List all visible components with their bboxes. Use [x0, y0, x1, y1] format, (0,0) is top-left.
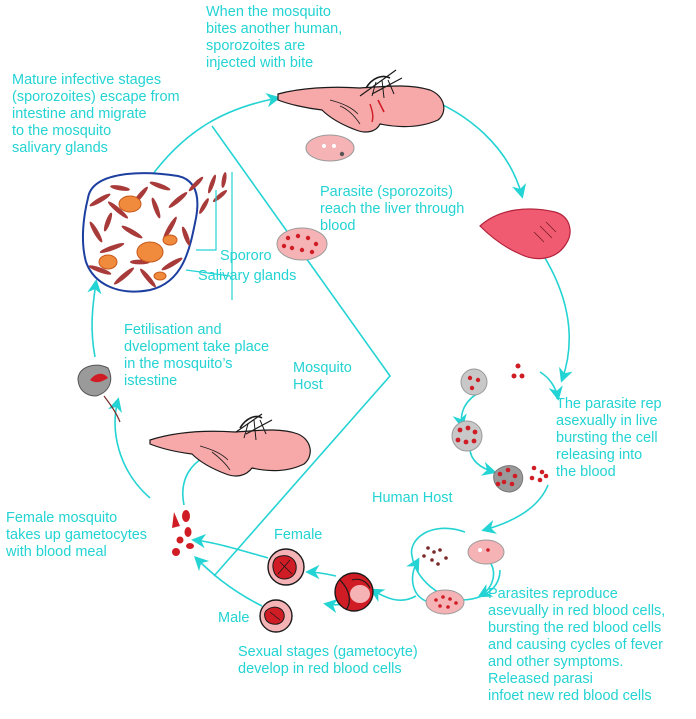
liver-stage-cell-2 [451, 420, 483, 452]
label-salivary-glands: Salivary glands [198, 268, 297, 284]
rbc-cell-schizont [425, 589, 465, 615]
label-mature-stages: Mature infective stages (sporozoites) es… [12, 72, 180, 156]
arrow-gametocyte-to-female [305, 564, 337, 580]
cell-infected-blood [276, 227, 328, 261]
arrow-ls2-to-ls3 [469, 447, 497, 476]
cell-sporozoite-bite [305, 134, 355, 162]
liver-illustration [479, 208, 571, 260]
arrow-female-to-meal [191, 533, 269, 559]
liver-stage-cell-3 [493, 465, 549, 493]
arrow-ls3-to-rbc [481, 484, 549, 534]
arrow-rbc-up [406, 557, 429, 603]
label-bite-injection: When the mosquito bites another human, s… [206, 4, 343, 71]
mosquito-gut-illustration [77, 364, 121, 423]
host-divider-line [211, 125, 392, 577]
arrow-meal-to-fertilisation [108, 397, 151, 499]
arrow-gland-to-bite [149, 93, 281, 179]
arrow-liver-to-liverstage [539, 249, 573, 383]
label-human-host: Human Host [372, 490, 453, 506]
gametocyte-dividing-cell [334, 572, 374, 612]
arrow-male-to-meal [193, 555, 263, 607]
finger-bite-bottom [149, 413, 311, 477]
liver-stage-released [511, 363, 525, 379]
gametocyte-female-cell [267, 548, 305, 586]
rbc-merozoites-free [422, 546, 448, 566]
arrow-liver-stage-loop [539, 371, 563, 401]
label-sexual-stages: Sexual stages (gametocyte) develop in re… [238, 644, 418, 677]
rbc-cell-ring [467, 539, 505, 565]
label-liver-reproduction: The parasite rep asexually in live burst… [556, 396, 662, 480]
salivary-gland-illustration [81, 172, 233, 300]
label-mosquito-host: Mosquito Host [293, 360, 352, 393]
gametocyte-male-cell [259, 599, 293, 633]
label-male: Male [218, 610, 250, 626]
blood-meal-gametocytes [172, 510, 194, 556]
arrow-fertilisation-to-gland [87, 279, 102, 358]
label-liver: Parasite (sporozoits) reach the liver th… [320, 184, 465, 234]
arrow-rbc-to-gametocyte [369, 588, 417, 602]
label-female: Female [274, 527, 323, 543]
label-fertilisation: Fetilisation and dvelopment take place i… [124, 322, 270, 389]
liver-stage-cell-1 [460, 368, 488, 396]
finger-bite-top [277, 69, 445, 133]
label-rbc-reproduction: Parasites reproduce asevually in red blo… [488, 586, 666, 704]
label-female-mosquito: Female mosquito takes up gametocytes wit… [6, 510, 148, 560]
label-sporozoites: Spororo [220, 248, 272, 264]
